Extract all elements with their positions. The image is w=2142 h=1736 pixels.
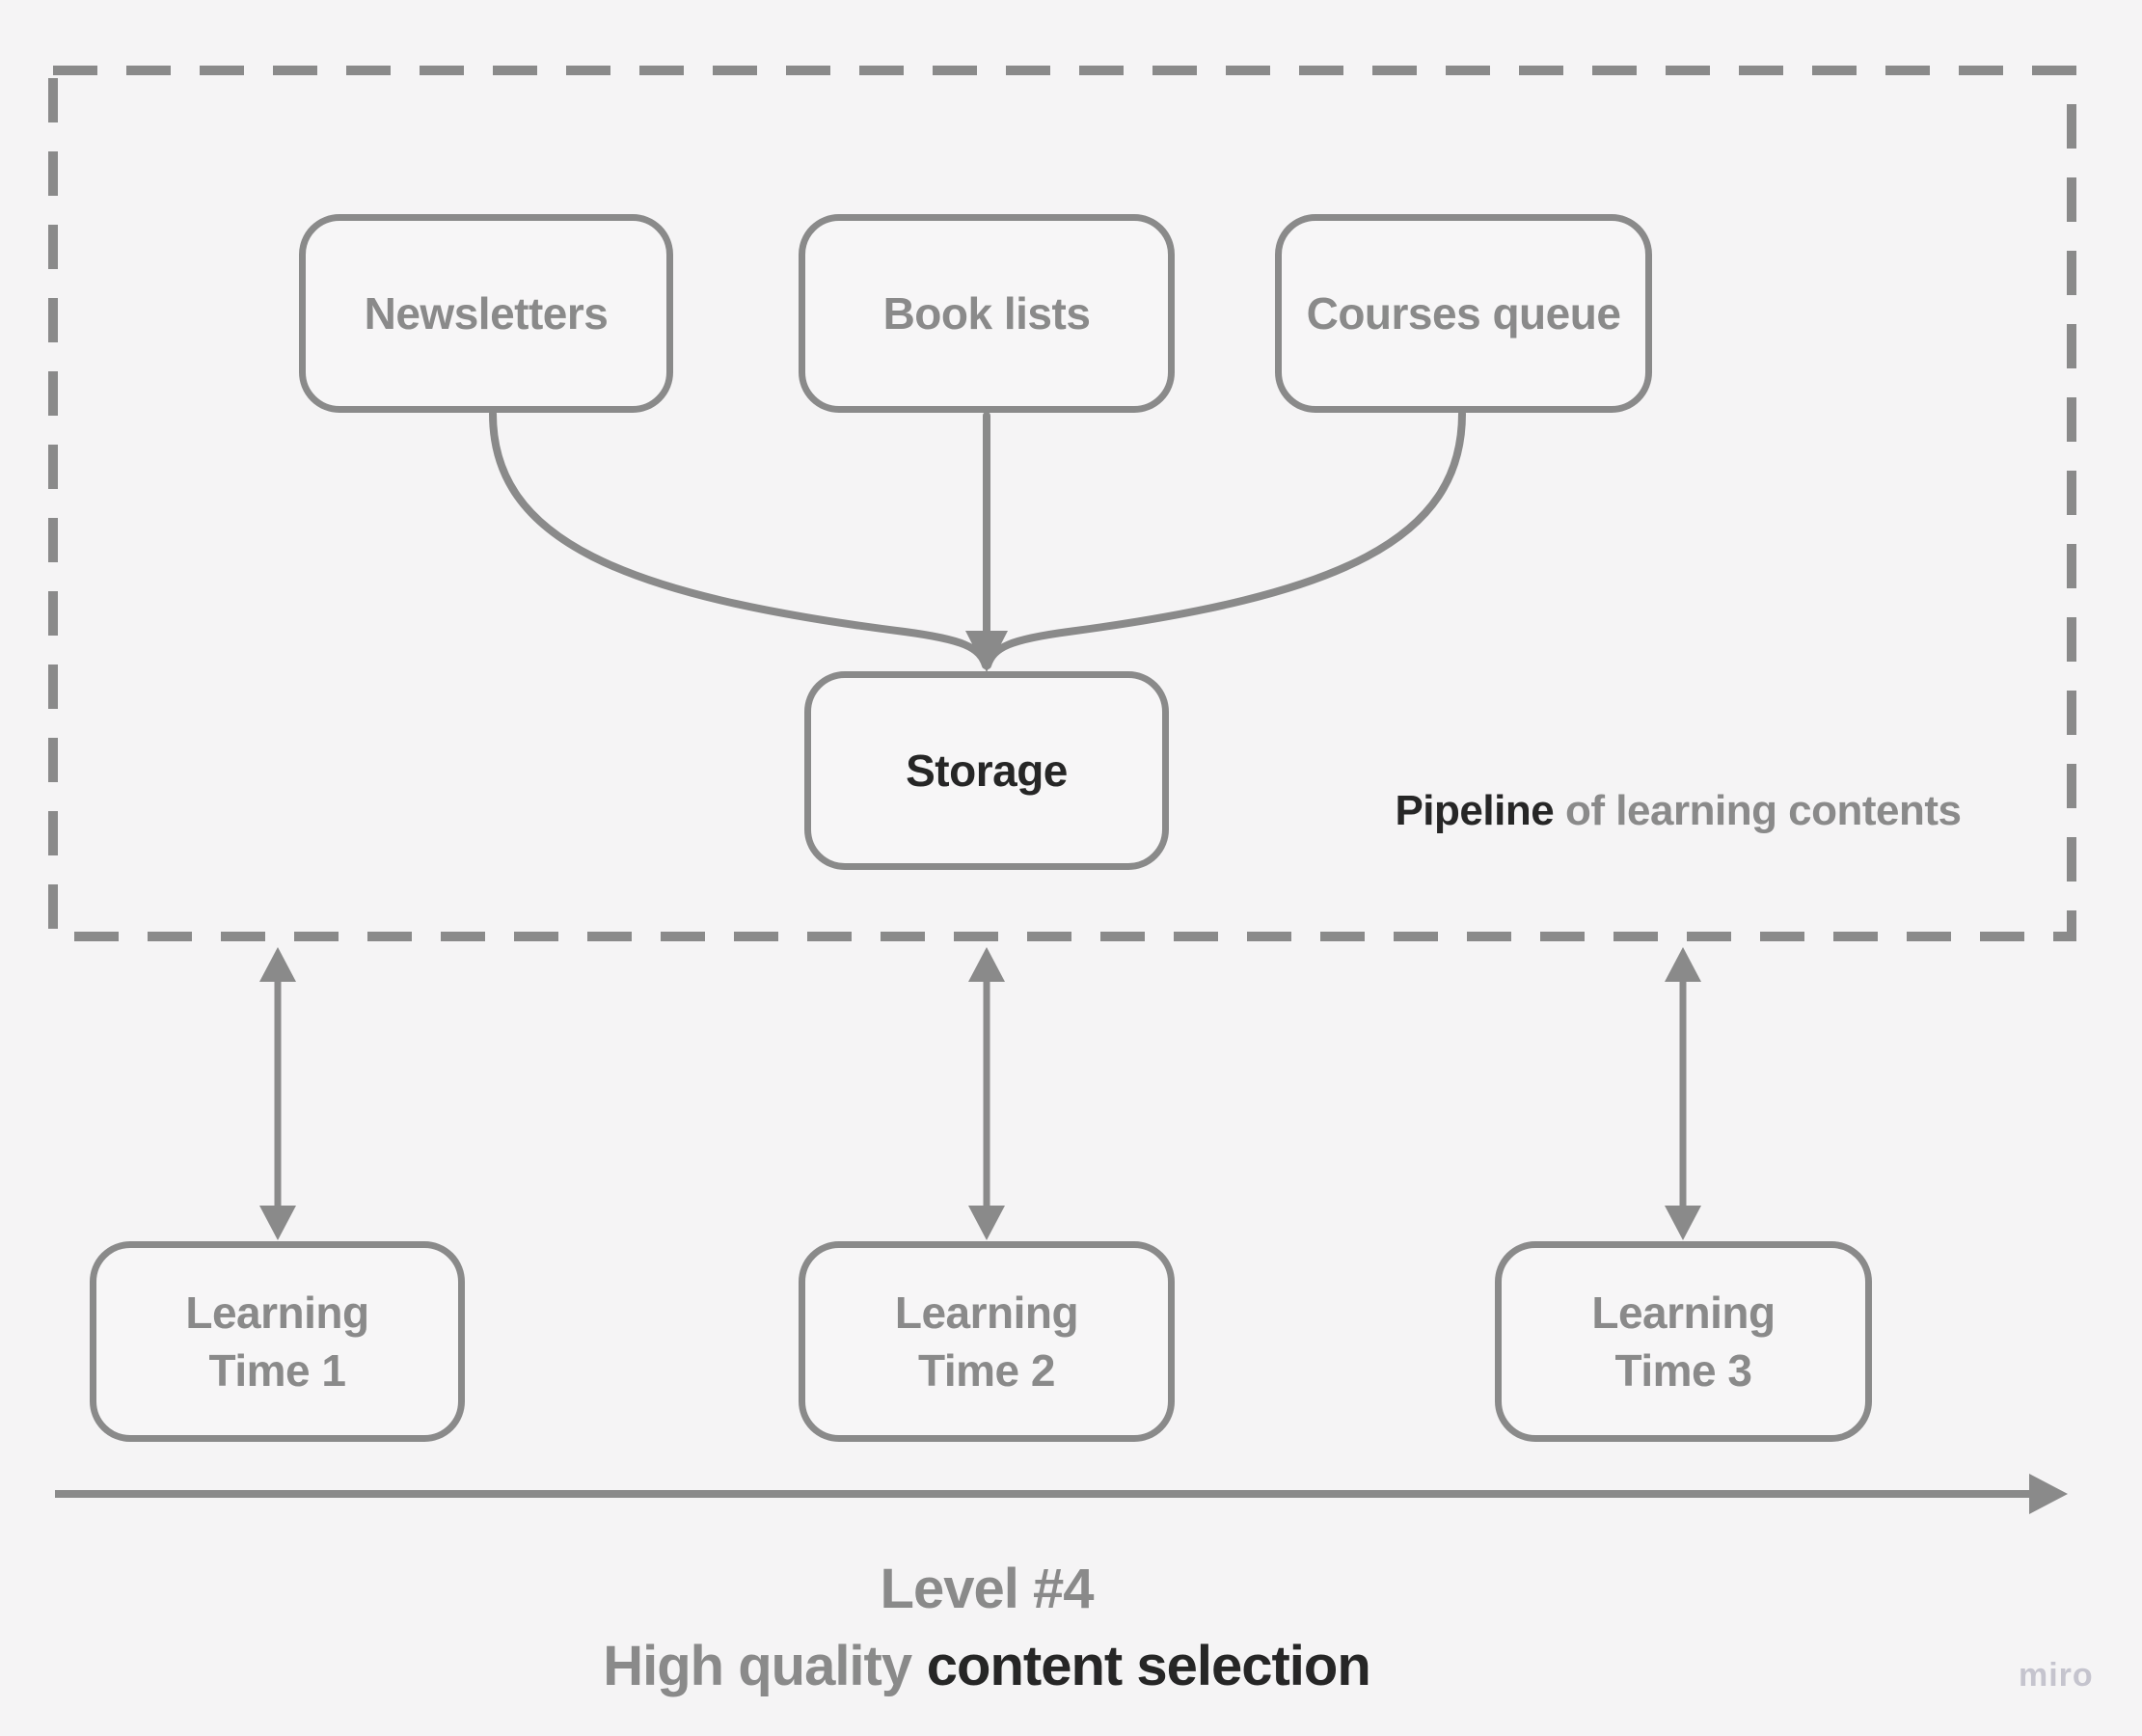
node-learning-time-2[interactable]: Learning Time 2	[799, 1241, 1175, 1442]
arrow-up-icon	[259, 947, 296, 982]
timeline-axis	[55, 1474, 2068, 1514]
node-storage[interactable]: Storage	[804, 671, 1169, 870]
sync-arrow-learning-time-1	[259, 947, 296, 1240]
timeline-arrowhead-icon	[2029, 1474, 2068, 1514]
arrow-down-icon	[1665, 1206, 1701, 1240]
connector-coursesqueue-to-storage	[984, 410, 1466, 669]
arrow-down-icon	[968, 1206, 1005, 1240]
node-label: Learning Time 1	[185, 1288, 369, 1396]
footer-subtitle-gray: High quality	[603, 1635, 912, 1697]
pipeline-boundary-dashed-box	[48, 66, 2076, 941]
node-book-lists[interactable]: Book lists	[799, 214, 1175, 413]
node-learning-time-3[interactable]: Learning Time 3	[1495, 1241, 1872, 1442]
arrow-up-icon	[1665, 947, 1701, 982]
pipeline-caption-rest: of learning contents	[1565, 787, 1962, 834]
pipeline-caption-bold: Pipeline	[1395, 787, 1555, 834]
arrow-up-icon	[968, 947, 1005, 982]
connector-newsletters-to-storage	[489, 410, 990, 669]
node-label: Book lists	[882, 288, 1091, 339]
footer-level-title: Level #4	[880, 1558, 1095, 1620]
node-learning-time-1[interactable]: Learning Time 1	[90, 1241, 465, 1442]
arrow-down-icon	[259, 1206, 296, 1240]
node-label: Newsletters	[364, 288, 609, 339]
merge-arrowhead-icon	[965, 631, 1008, 672]
miro-watermark: miro	[2019, 1657, 2094, 1694]
sync-arrow-learning-time-3	[1665, 947, 1701, 1240]
node-courses-queue[interactable]: Courses queue	[1275, 214, 1652, 413]
node-newsletters[interactable]: Newsletters	[299, 214, 673, 413]
node-label: Courses queue	[1306, 288, 1621, 339]
footer-subtitle-dark: content selection	[926, 1635, 1371, 1697]
node-label: Learning Time 3	[1591, 1288, 1776, 1396]
node-label: Learning Time 2	[894, 1288, 1079, 1396]
sync-arrow-learning-time-2	[968, 947, 1005, 1240]
node-label: Storage	[906, 746, 1068, 796]
